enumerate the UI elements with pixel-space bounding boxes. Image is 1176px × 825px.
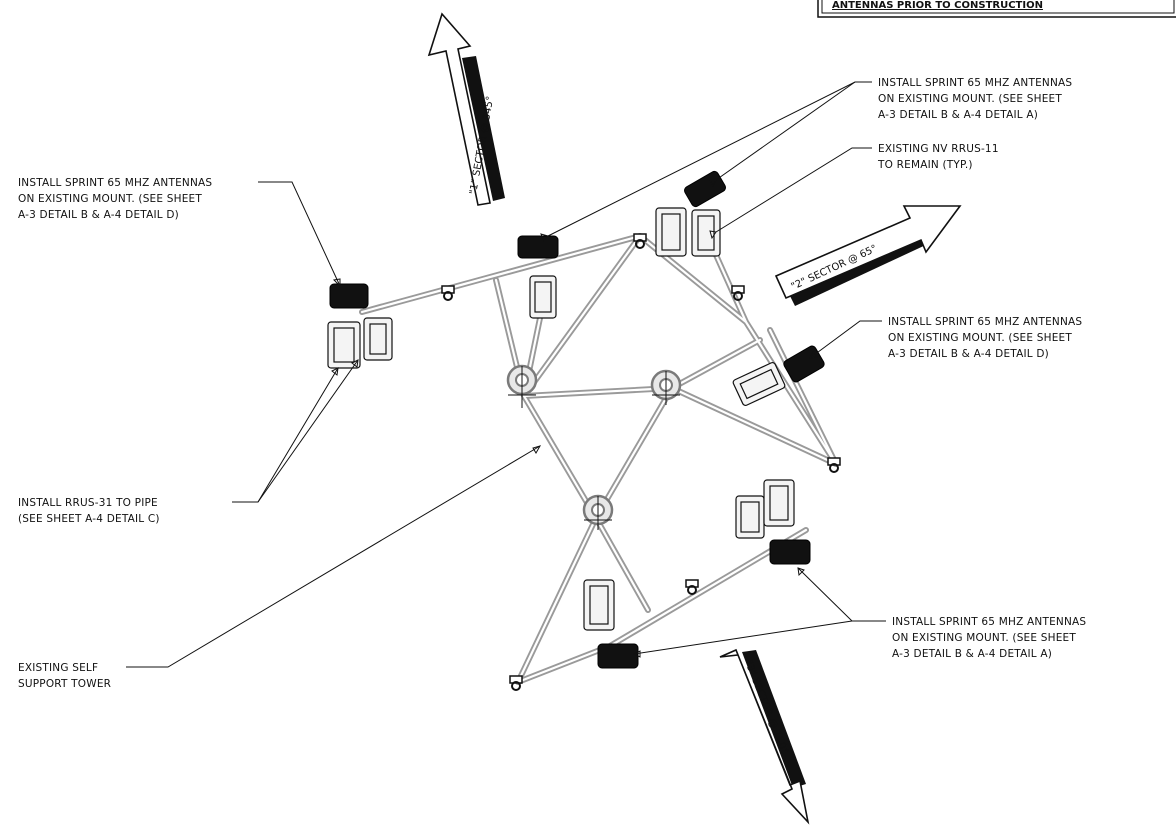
clamp: [685, 579, 699, 595]
note-line: INSTALL SPRINT 65 MHZ ANTENNAS: [18, 177, 212, 189]
rrus-beta-2: [763, 479, 795, 527]
clamp: [827, 457, 841, 473]
note-nv-rrus: EXISTING NV RRUS-11 TO REMAIN (TYP.): [877, 143, 999, 171]
note-line: ON EXISTING MOUNT. (SEE SHEET: [888, 332, 1072, 344]
note-line: TO REMAIN (TYP.): [877, 159, 973, 171]
antenna-alpha-head: [684, 170, 726, 208]
note-line: INSTALL SPRINT 65 MHZ ANTENNAS: [888, 316, 1082, 328]
title-block-text: ANTENNAS PRIOR TO CONSTRUCTION: [832, 0, 1043, 11]
hub-left: [506, 364, 538, 408]
clamp: [731, 285, 745, 301]
rrus-alpha-2: [691, 209, 721, 257]
antenna-group-left: [327, 283, 393, 369]
note-line: ON EXISTING MOUNT. (SEE SHEET: [18, 193, 202, 205]
note-right-antennas: INSTALL SPRINT 65 MHZ ANTENNAS ON EXISTI…: [888, 316, 1082, 360]
antenna-group-bottom: [583, 579, 639, 669]
pipe-clamps: [441, 233, 841, 691]
sector-3-arrow: "3" SECTOR @ 150°: [719, 648, 810, 825]
hub-bottom: [582, 494, 614, 530]
antenna-top-head: [517, 235, 559, 259]
note-line: A-3 DETAIL B & A-4 DETAIL A): [892, 648, 1052, 660]
tower-leg-hubs: [506, 364, 682, 530]
antenna-right-head: [783, 345, 825, 383]
sector-3-label: "3" SECTOR @ 150°: [742, 659, 790, 756]
clamp: [441, 285, 455, 301]
note-line: ON EXISTING MOUNT. (SEE SHEET: [892, 632, 1076, 644]
note-line: A-3 DETAIL B & A-4 DETAIL D): [888, 348, 1049, 360]
note-alpha-antennas: INSTALL SPRINT 65 MHZ ANTENNAS ON EXISTI…: [878, 77, 1072, 121]
antenna-group-alpha: [655, 170, 726, 257]
title-block: ANTENNAS PRIOR TO CONSTRUCTION: [817, 0, 1176, 18]
note-line: EXISTING NV RRUS-11: [878, 143, 999, 155]
note-line: INSTALL RRUS-31 TO PIPE: [18, 497, 158, 509]
note-left-antennas: INSTALL SPRINT 65 MHZ ANTENNAS ON EXISTI…: [18, 177, 212, 221]
rrus-top: [529, 275, 557, 319]
note-line: SUPPORT TOWER: [18, 678, 111, 690]
rrus-alpha-1: [655, 207, 687, 257]
antenna-bottom-head: [597, 643, 639, 669]
tower-frame: [359, 233, 839, 685]
antenna-group-beta: [735, 479, 811, 565]
hub-right: [650, 369, 682, 405]
clamp: [633, 233, 647, 249]
rrus-right: [732, 361, 786, 407]
clamp: [509, 675, 523, 691]
rrus-left-2: [363, 317, 393, 361]
rrus-bottom: [583, 579, 615, 631]
note-line: A-3 DETAIL B & A-4 DETAIL A): [878, 109, 1038, 121]
rrus-left-1: [327, 321, 361, 369]
sector-1-arrow: "1" SECTOR @ 345°: [427, 12, 505, 206]
antenna-left-head: [329, 283, 369, 309]
note-line: INSTALL SPRINT 65 MHZ ANTENNAS: [878, 77, 1072, 89]
note-rrus31: INSTALL RRUS-31 TO PIPE (SEE SHEET A-4 D…: [18, 497, 160, 525]
note-line: EXISTING SELF: [18, 662, 98, 674]
note-line: ON EXISTING MOUNT. (SEE SHEET: [878, 93, 1062, 105]
note-line: INSTALL SPRINT 65 MHZ ANTENNAS: [892, 616, 1086, 628]
note-line: A-3 DETAIL B & A-4 DETAIL D): [18, 209, 179, 221]
antenna-beta-head: [769, 539, 811, 565]
note-tower: EXISTING SELF SUPPORT TOWER: [18, 662, 111, 690]
note-bottom-antennas: INSTALL SPRINT 65 MHZ ANTENNAS ON EXISTI…: [892, 616, 1086, 660]
leader-lines: [126, 81, 886, 668]
antenna-group-top: [517, 235, 559, 319]
sector-2-arrow: "2" SECTOR @ 65°: [774, 205, 962, 306]
note-line: (SEE SHEET A-4 DETAIL C): [18, 513, 160, 525]
